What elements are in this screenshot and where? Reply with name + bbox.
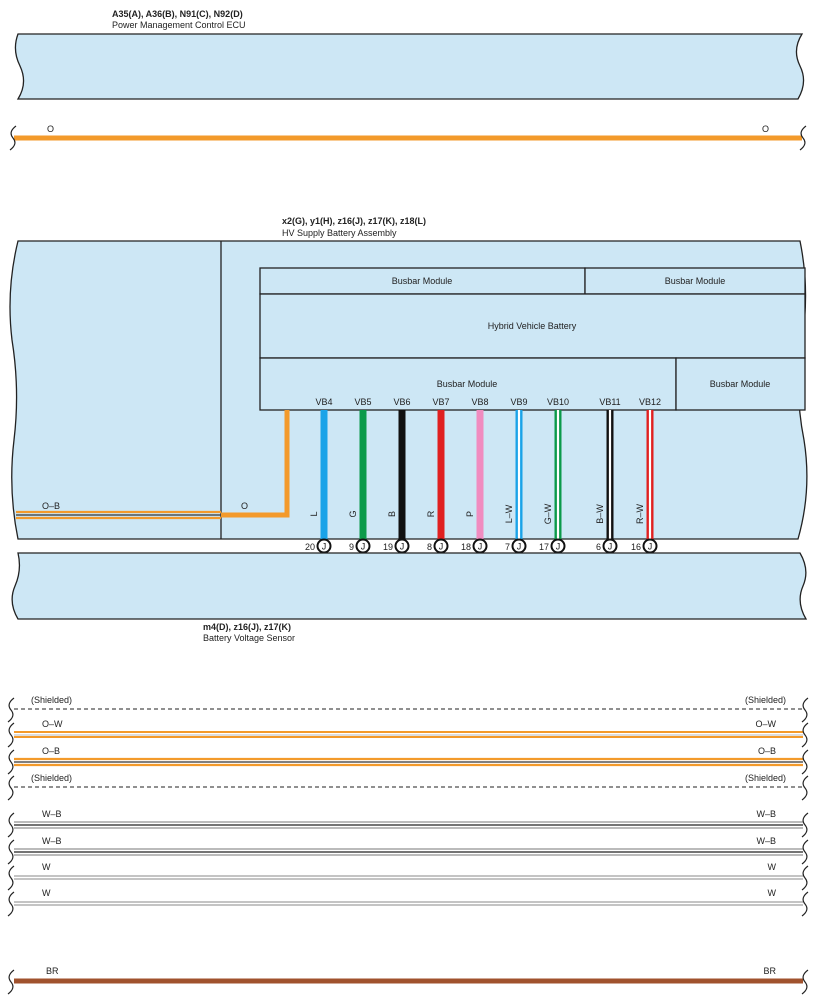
wire-label-left: O–W bbox=[42, 719, 63, 729]
shield-line-2: (Shielded) (Shielded) bbox=[7, 773, 809, 801]
wire-label-left: (Shielded) bbox=[31, 695, 72, 705]
wire-label-right: BR bbox=[763, 966, 776, 976]
terminal-top-label: VB7 bbox=[432, 397, 449, 407]
wire-wb-1: W–B W–B bbox=[7, 809, 809, 838]
busbar-label-4: Busbar Module bbox=[710, 379, 771, 389]
ecu-name: Power Management Control ECU bbox=[112, 20, 246, 30]
wire-o-label-left: O bbox=[47, 124, 54, 134]
busbar-module-top-right bbox=[584, 267, 806, 295]
terminal-top-label: VB8 bbox=[471, 397, 488, 407]
wire-ob: O–B O–B bbox=[7, 746, 809, 775]
shield-line-1: (Shielded) (Shielded) bbox=[7, 695, 809, 723]
pin-number: 18 bbox=[461, 542, 471, 552]
wire-color-label: L bbox=[309, 511, 319, 516]
wire-color-label: L–W bbox=[504, 504, 514, 523]
connector-letter: J bbox=[517, 542, 522, 552]
busbar-module-mid-right bbox=[675, 357, 806, 411]
busbar-label-3: Busbar Module bbox=[437, 379, 498, 389]
pin-number: 7 bbox=[505, 542, 510, 552]
connector-letter: J bbox=[322, 542, 327, 552]
busbar-label-1: Busbar Module bbox=[392, 276, 453, 286]
wire-label-left: (Shielded) bbox=[31, 773, 72, 783]
terminal-top-label: VB10 bbox=[547, 397, 569, 407]
wire-label-left: W bbox=[42, 888, 51, 898]
terminal-top-label: VB12 bbox=[639, 397, 661, 407]
wire-o-label-right: O bbox=[762, 124, 769, 134]
wire-color-label: B bbox=[387, 511, 397, 517]
wire-color-label: R–W bbox=[635, 503, 645, 524]
wire-color-label: G bbox=[348, 510, 358, 517]
wire-label-right: (Shielded) bbox=[745, 773, 786, 783]
wire-label-right: W bbox=[768, 888, 777, 898]
wire-label-left: W–B bbox=[42, 809, 62, 819]
internal-ob-label: O–B bbox=[42, 501, 60, 511]
internal-wire-o bbox=[221, 410, 290, 518]
wire-color-label: P bbox=[465, 511, 475, 517]
wire-label-right: O–B bbox=[758, 746, 776, 756]
connector-letter: J bbox=[556, 542, 561, 552]
terminal-top-label: VB9 bbox=[510, 397, 527, 407]
sensor-name: Battery Voltage Sensor bbox=[203, 633, 295, 643]
wire-ow: O–W O–W bbox=[7, 719, 809, 748]
terminal-top-label: VB5 bbox=[354, 397, 371, 407]
ecu-connector-codes: A35(A), A36(B), N91(C), N92(D) bbox=[112, 9, 243, 19]
terminal-vb5: VB5GJ9VB5 bbox=[348, 397, 372, 568]
connector-letter: J bbox=[648, 542, 653, 552]
wire-label-left: W–B bbox=[42, 836, 62, 846]
wire-label-right: W–B bbox=[756, 809, 776, 819]
terminal-top-label: VB4 bbox=[315, 397, 332, 407]
connector-letter: J bbox=[478, 542, 483, 552]
wire-o-top bbox=[9, 125, 807, 151]
pin-number: 20 bbox=[305, 542, 315, 552]
internal-o-label: O bbox=[241, 501, 248, 511]
battery-connector-codes: x2(G), y1(H), z16(J), z17(K), z18(L) bbox=[282, 216, 426, 226]
wire-wb-2: W–B W–B bbox=[7, 836, 809, 865]
connector-letter: J bbox=[400, 542, 405, 552]
wire-label-right: W bbox=[768, 862, 777, 872]
battery-assembly-name: HV Supply Battery Assembly bbox=[282, 228, 397, 238]
wire-color-label: R bbox=[426, 510, 436, 517]
pin-number: 16 bbox=[631, 542, 641, 552]
bottom-wire-group: (Shielded) (Shielded) O–W O–W O–B O–B (Shielde… bbox=[7, 695, 809, 995]
wire-label-right: O–W bbox=[755, 719, 776, 729]
wire-label-left: O–B bbox=[42, 746, 60, 756]
terminal-top-label: VB11 bbox=[599, 397, 620, 407]
wire-label-left: W bbox=[42, 862, 51, 872]
pin-number: 9 bbox=[349, 542, 354, 552]
pin-number: 17 bbox=[539, 542, 549, 552]
connector-letter: J bbox=[361, 542, 366, 552]
ecu-box bbox=[14, 33, 805, 100]
pin-number: 6 bbox=[596, 542, 601, 552]
hybrid-battery-label: Hybrid Vehicle Battery bbox=[488, 321, 577, 331]
terminal-group: VB4LJ20VB4VB5GJ9VB5VB6BJ19VB6VB7RJ8VB7VB… bbox=[305, 397, 661, 568]
terminal-top-label: VB6 bbox=[393, 397, 410, 407]
busbar-module-mid bbox=[259, 357, 677, 411]
pin-number: 8 bbox=[427, 542, 432, 552]
wire-color-label: B–W bbox=[595, 504, 605, 524]
connector-letter: J bbox=[439, 542, 444, 552]
wire-label-right: W–B bbox=[756, 836, 776, 846]
busbar-module-top-left bbox=[259, 267, 586, 295]
wire-label-left: BR bbox=[46, 966, 59, 976]
busbar-label-2: Busbar Module bbox=[665, 276, 726, 286]
wire-color-label: G–W bbox=[543, 503, 553, 524]
pin-number: 19 bbox=[383, 542, 393, 552]
wire-label-right: (Shielded) bbox=[745, 695, 786, 705]
internal-wire-ob bbox=[16, 510, 221, 520]
wire-br: BR BR bbox=[7, 966, 809, 995]
voltage-sensor-box bbox=[11, 552, 808, 620]
sensor-connector-codes: m4(D), z16(J), z17(K) bbox=[203, 622, 291, 632]
connector-letter: J bbox=[608, 542, 613, 552]
